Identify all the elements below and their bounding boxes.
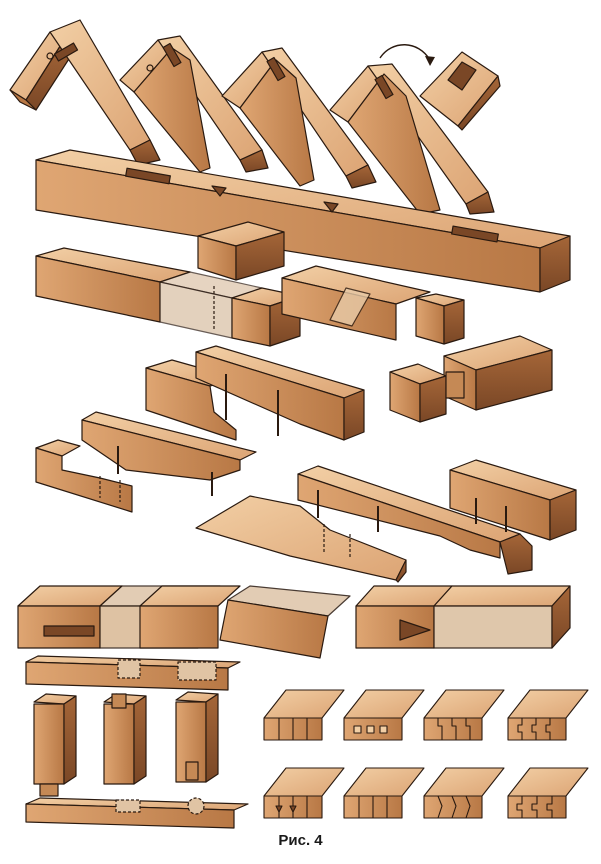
board-profile-icon bbox=[263, 689, 345, 741]
rafter-joint-icon bbox=[329, 63, 495, 215]
rafter-joint-icon bbox=[221, 47, 377, 189]
board-profile-icon bbox=[507, 689, 589, 741]
board-profile-icon bbox=[343, 689, 425, 741]
board-profile-icon bbox=[507, 767, 589, 819]
board-profiles bbox=[263, 689, 589, 819]
rafter-joint-icon bbox=[119, 35, 269, 173]
dowel-joint-icon bbox=[35, 345, 577, 583]
board-profile-icon bbox=[263, 767, 345, 819]
scarf-joint-icon bbox=[17, 585, 571, 659]
rafter-joints bbox=[9, 19, 501, 215]
rafter-joint-icon bbox=[9, 19, 161, 166]
beam-joint-icon bbox=[35, 221, 465, 347]
board-profile-icon bbox=[343, 767, 425, 819]
tenon-joint-icon bbox=[389, 335, 553, 423]
board-profile-icon bbox=[423, 689, 505, 741]
ridge-beam bbox=[35, 149, 571, 293]
loose-ridge-piece bbox=[419, 51, 501, 131]
mortise-tenon-parts bbox=[25, 655, 249, 829]
figure-caption: Рис. 4 bbox=[278, 832, 323, 849]
board-profile-icon bbox=[423, 767, 505, 819]
rotation-arrow-icon bbox=[379, 44, 435, 66]
